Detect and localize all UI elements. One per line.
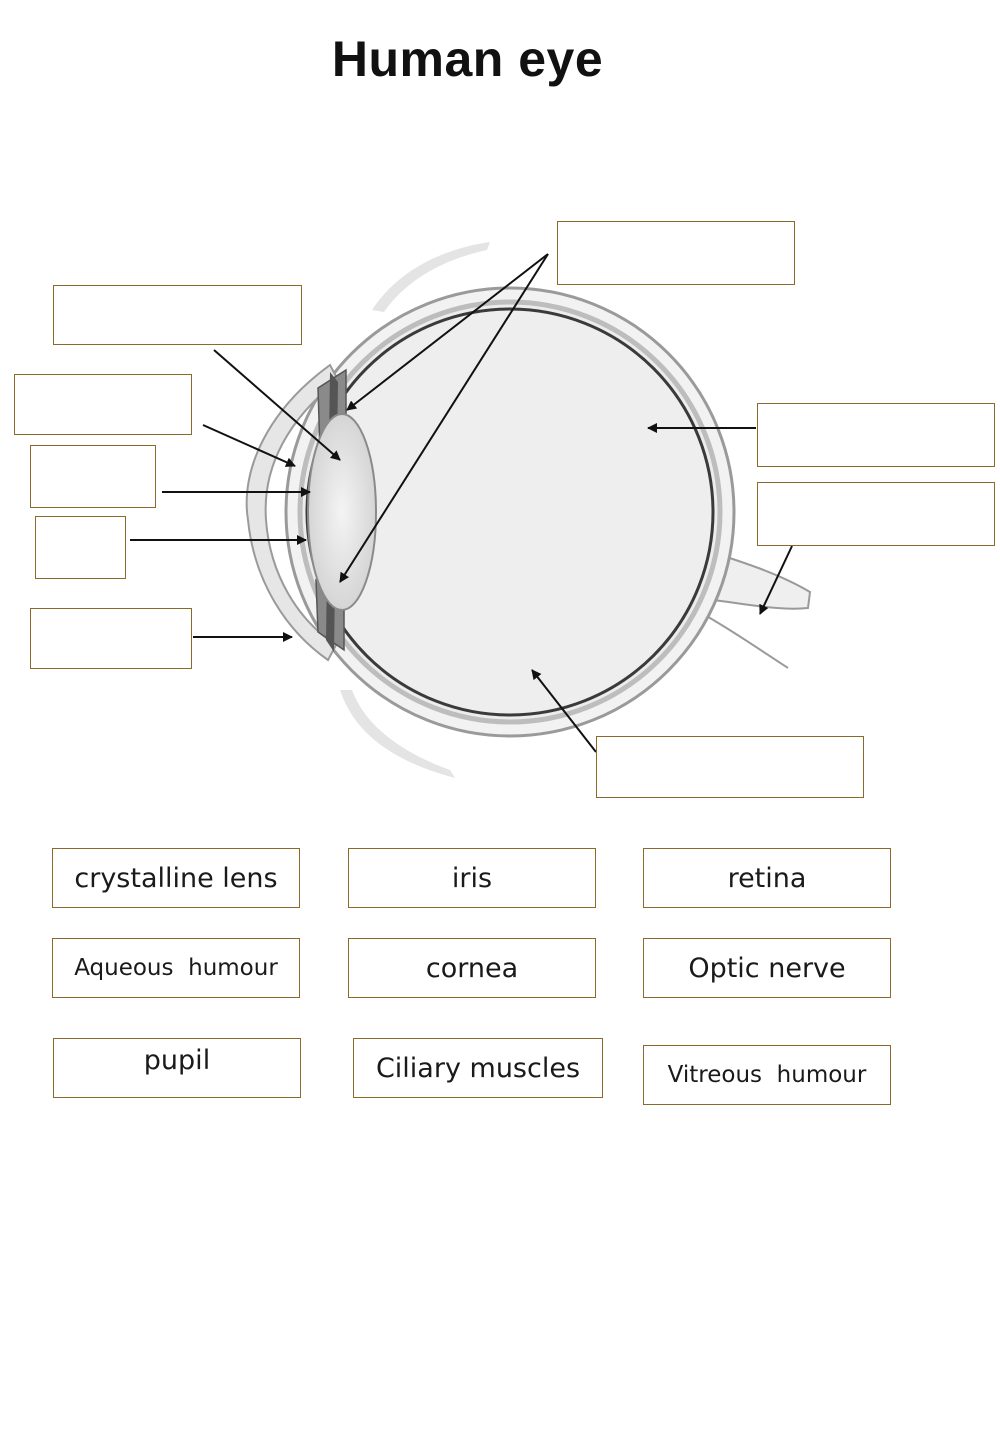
word-chip-iris[interactable]: iris <box>348 848 596 908</box>
lens-shape <box>307 413 377 611</box>
drop-target-vitreous-humour[interactable] <box>596 736 864 798</box>
arrow-ciliary-upper <box>346 253 549 411</box>
eyelid-shading <box>340 242 490 778</box>
word-chip-cornea[interactable]: cornea <box>348 938 596 998</box>
cornea-shape <box>245 363 340 662</box>
word-chip-aqueous-humour[interactable]: Aqueous humour <box>52 938 300 998</box>
drop-target-iris[interactable] <box>35 516 126 579</box>
word-chip-optic-nerve[interactable]: Optic nerve <box>643 938 891 998</box>
drop-target-pupil[interactable] <box>30 445 156 508</box>
drop-target-ciliary-muscles[interactable] <box>557 221 795 285</box>
word-chip-ciliary-muscles[interactable]: Ciliary muscles <box>353 1038 603 1098</box>
word-chip-crystalline-lens[interactable]: crystalline lens <box>52 848 300 908</box>
drop-target-cornea[interactable] <box>30 608 192 669</box>
drop-target-optic-nerve[interactable] <box>757 482 995 546</box>
arrow-vitreous <box>531 669 597 753</box>
word-chip-pupil[interactable]: pupil <box>53 1038 301 1098</box>
arrow-ciliary-lower <box>339 253 549 583</box>
drop-target-crystalline-lens[interactable] <box>53 285 302 345</box>
arrow-lens <box>213 349 341 461</box>
drop-target-aqueous-humour[interactable] <box>14 374 192 435</box>
leader-arrows <box>130 253 793 753</box>
arrow-optic-nerve <box>759 545 793 615</box>
page-title: Human eye <box>331 31 604 87</box>
arrow-aqueous <box>202 424 296 467</box>
word-chip-vitreous-humour[interactable]: Vitreous humour <box>643 1045 891 1105</box>
drop-target-retina[interactable] <box>757 403 995 467</box>
word-chip-retina[interactable]: retina <box>643 848 891 908</box>
